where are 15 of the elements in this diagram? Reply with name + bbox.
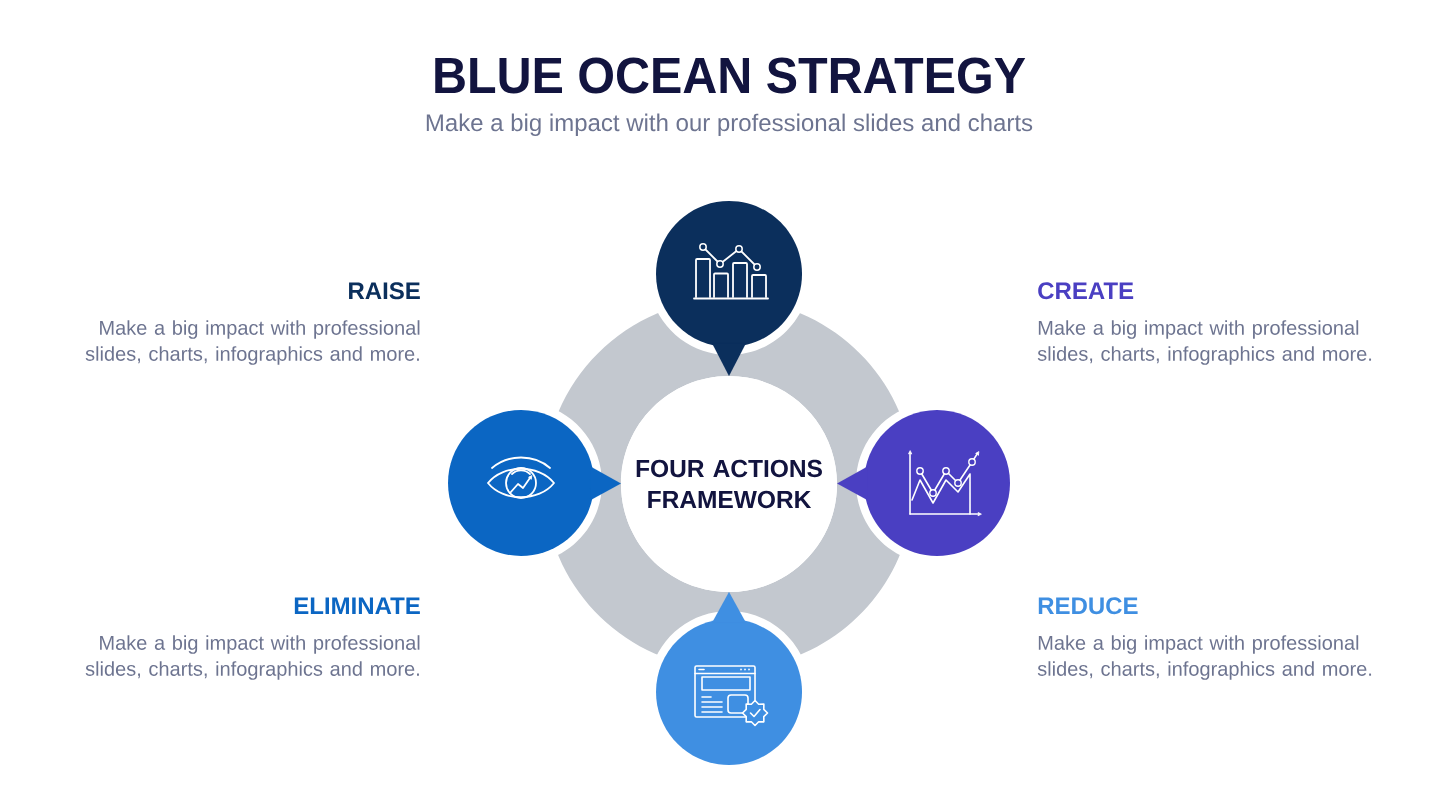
icon-circle [864,410,1010,556]
pointer-arrow [712,343,746,376]
heading: RAISE [349,282,420,300]
icon-circle [656,619,802,765]
icon-circle [448,410,594,556]
pointer-arrow [590,466,621,501]
pointer-arrow [837,466,868,501]
heading: CREATE [1038,282,1134,300]
heading: REDUCE [1038,597,1138,615]
description: Make a big impact with professional slides, charts, infographics and more. [85,635,420,680]
description: Make a big impact with professional slides, charts, infographics and more. [1037,635,1372,680]
heading: ELIMINATE [294,597,420,614]
title: BLUE OCEAN STRATEGY [435,57,1026,94]
pointer-arrow [712,592,746,623]
icon-circle [656,201,802,347]
